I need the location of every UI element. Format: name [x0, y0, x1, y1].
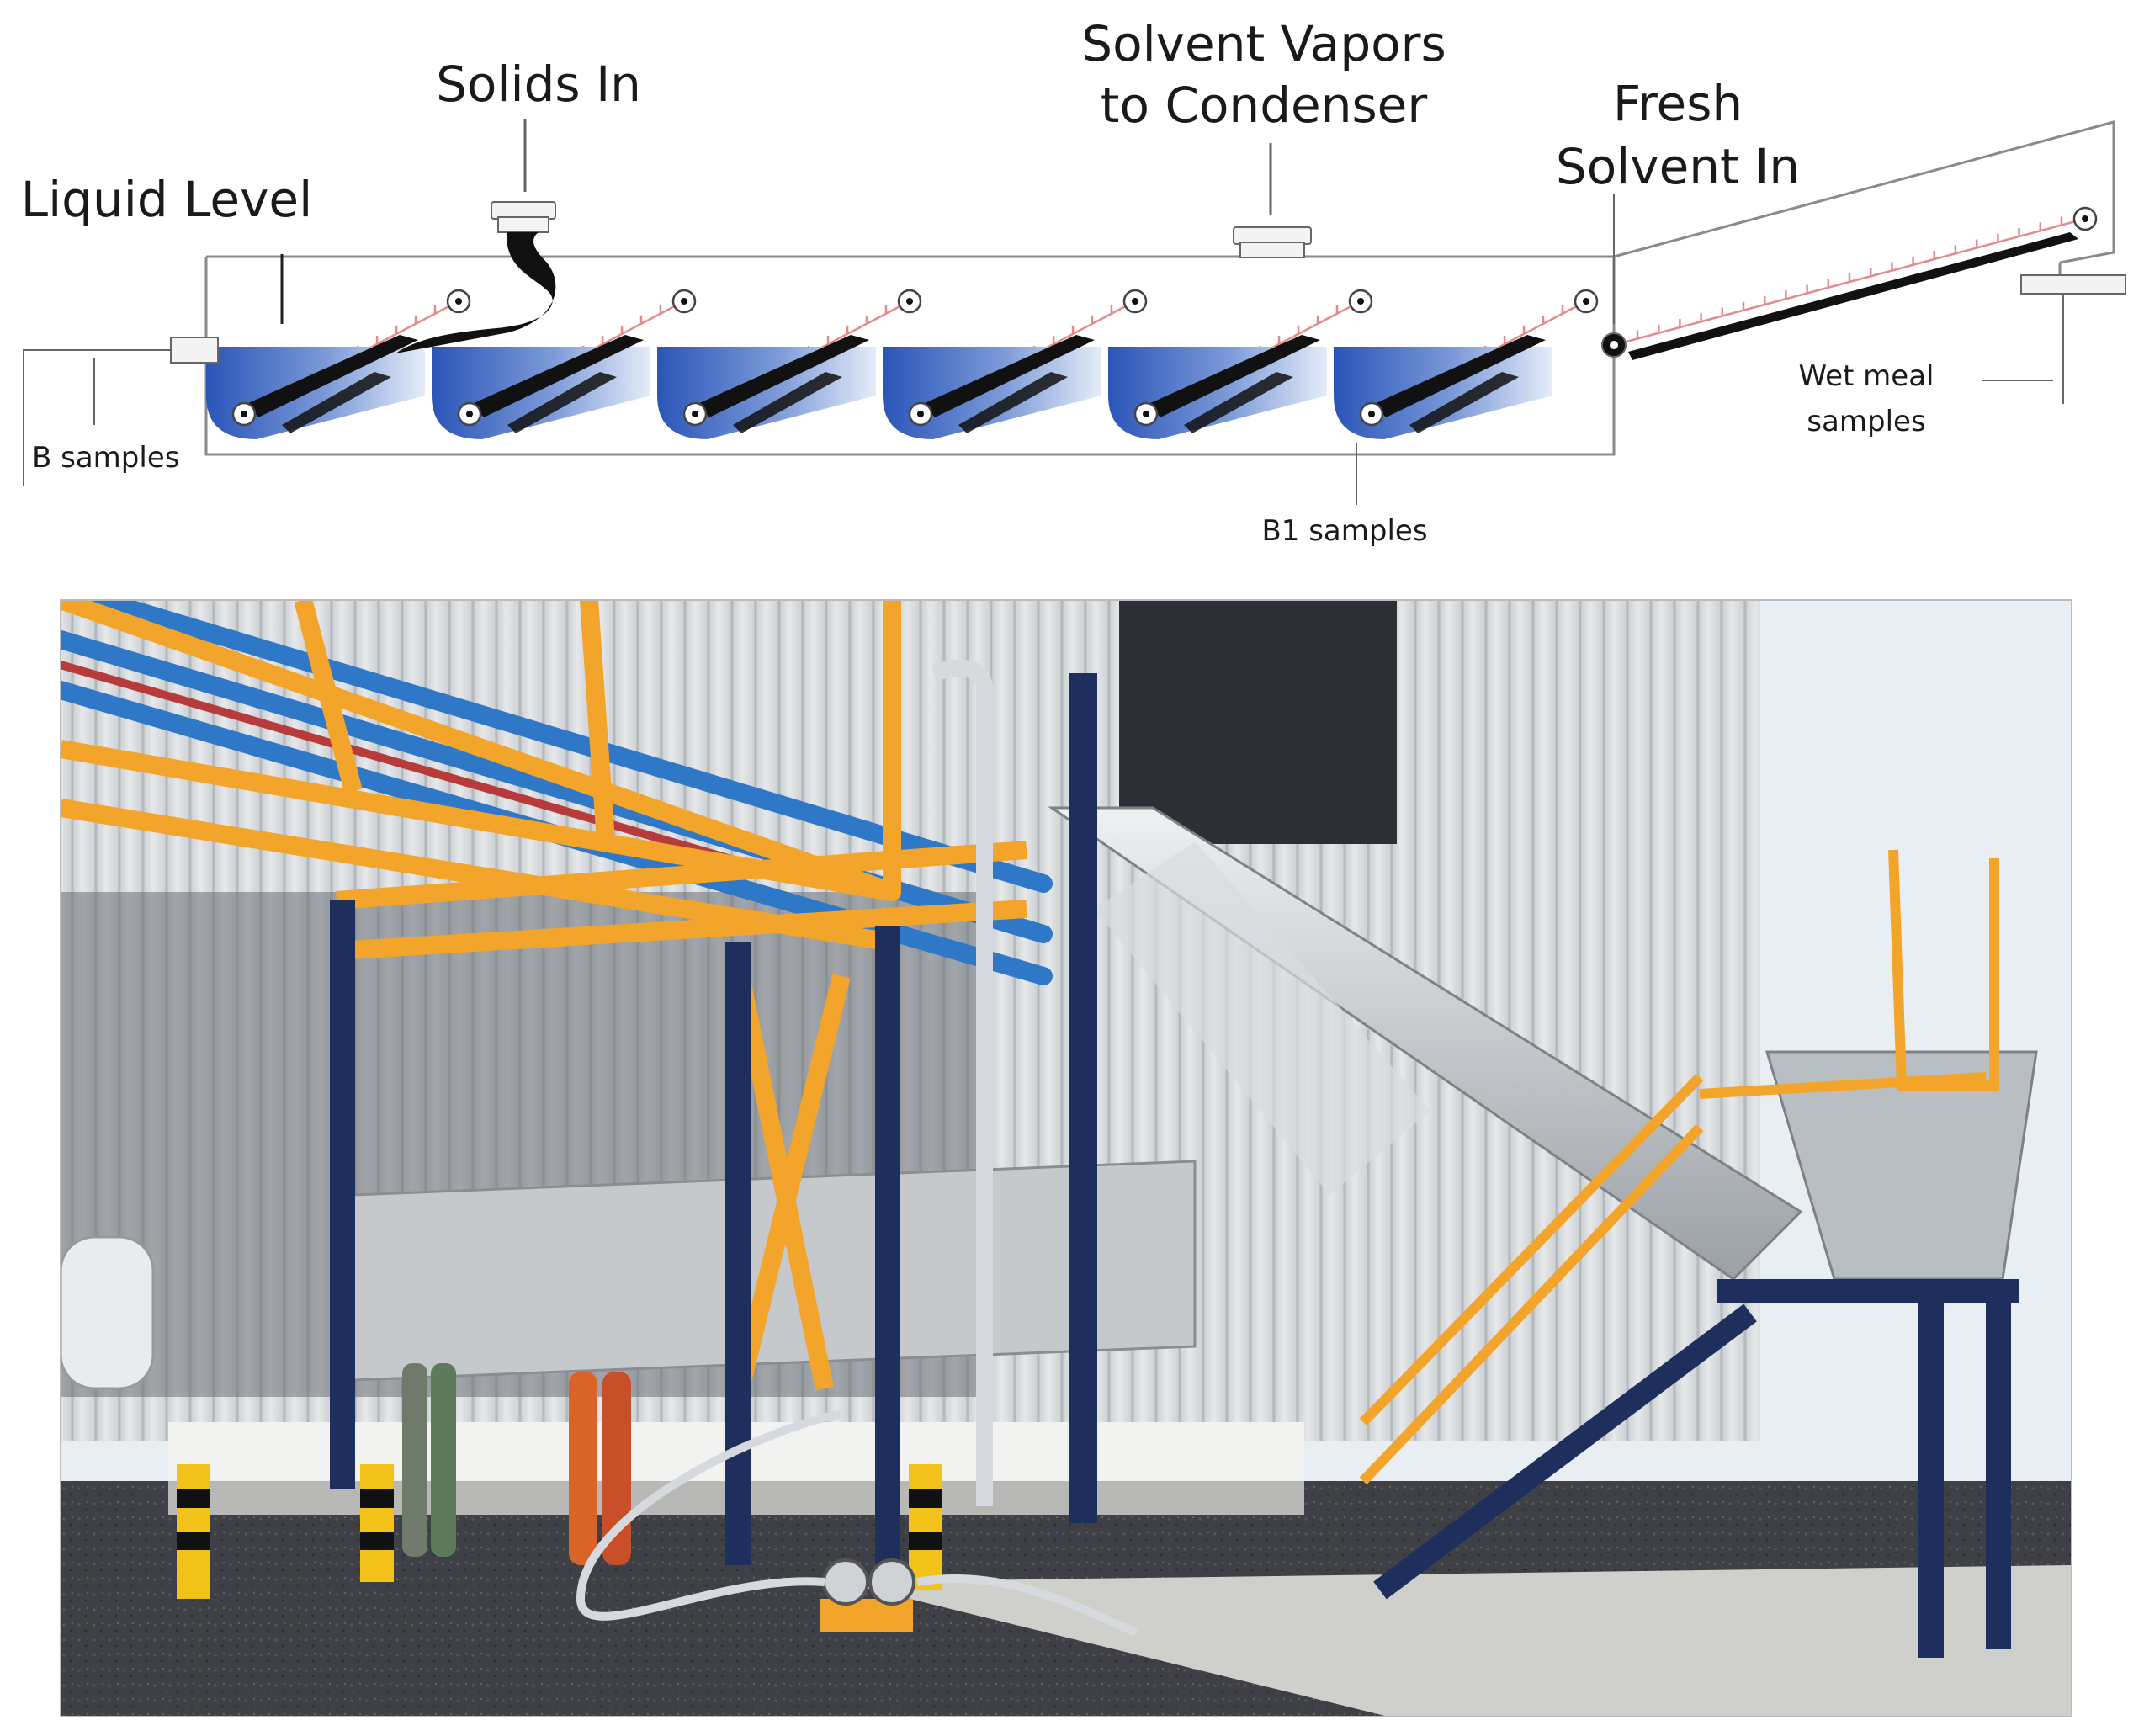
- stage-5-solids-lower: [1184, 372, 1293, 433]
- discharge-sprocket-hub: [2082, 215, 2088, 222]
- stage-6-liquid: [1334, 347, 1552, 439]
- safety-bollards: [177, 1464, 942, 1599]
- stage-3-solids: [698, 335, 869, 417]
- extractor-schematic: Solids In Solvent Vapors to Condenser Fr…: [21, 15, 2126, 548]
- stage-1-lower-sprocket-hub: [241, 411, 247, 417]
- stage-4-liquid: [883, 347, 1101, 439]
- stage-5-liquid: [1108, 347, 1327, 439]
- stage-5-upper-sprocket-hub: [1357, 298, 1364, 305]
- solvent-vapors-label-line1: Solvent Vapors: [1081, 15, 1446, 72]
- stage-2-solids: [472, 335, 644, 417]
- stage-1-liquid: [206, 347, 425, 439]
- stage-1-upper-sprocket-hub: [455, 298, 462, 305]
- stage-6-solids-lower: [1409, 372, 1519, 433]
- stage-4-upper-sprocket-hub: [1132, 298, 1138, 305]
- b-samples-label: B samples: [32, 441, 179, 475]
- solvent-vapors-label-line2: to Condenser: [1101, 77, 1428, 134]
- stage-4-solids-lower: [958, 372, 1068, 433]
- gas-cylinders: [402, 1363, 631, 1565]
- stage-1-solids-lower: [282, 372, 391, 433]
- storage-tank: [61, 1235, 155, 1390]
- orange-steel-frame: [61, 600, 1027, 1391]
- stage-6-solids: [1374, 335, 1546, 417]
- drain-solids: [1628, 232, 2078, 360]
- fresh-solvent-nozzle: [1601, 194, 1627, 358]
- wet-meal-label-line1: Wet meal: [1798, 359, 1934, 393]
- sprockets: [231, 206, 2098, 427]
- stage-1-solids: [247, 335, 418, 417]
- fresh-solvent-label-line2: Solvent In: [1556, 138, 1800, 195]
- stage-3-liquid: [657, 347, 876, 439]
- b1-samples-label: B1 samples: [1261, 514, 1427, 548]
- access-stairs: [1359, 849, 2019, 1600]
- solids-in-label: Solids In: [436, 56, 641, 113]
- conduit-pipe: [931, 660, 993, 1506]
- fresh-solvent-label-line1: Fresh: [1613, 75, 1743, 132]
- stage-2-upper-sprocket-hub: [681, 298, 687, 305]
- b-samples-port: [23, 337, 219, 486]
- stage-5-lower-sprocket-hub: [1143, 411, 1149, 417]
- liquid-level-label: Liquid Level: [21, 171, 312, 228]
- stage-6-lower-sprocket-hub: [1368, 411, 1375, 417]
- wet-meal-port: [1982, 274, 2126, 404]
- stage-4-lower-sprocket-hub: [917, 411, 924, 417]
- stage-6-upper-sprocket-hub: [1583, 298, 1589, 305]
- stage-2-liquid: [432, 347, 650, 439]
- sampling-pump: [576, 1410, 1138, 1637]
- blue-steel-columns: [330, 673, 2011, 1658]
- vapor-outlet: [1233, 143, 1312, 258]
- stage-5-solids: [1149, 335, 1320, 417]
- liquid-pools: [206, 347, 1552, 439]
- stage-3-lower-sprocket-hub: [692, 411, 698, 417]
- stage-4-solids: [923, 335, 1095, 417]
- stage-2-lower-sprocket-hub: [466, 411, 473, 417]
- stage-3-solids-lower: [733, 372, 842, 433]
- solids-bands: [247, 232, 2078, 433]
- solids-inlet: [395, 119, 556, 353]
- stage-2-solids-lower: [507, 372, 617, 433]
- extractor-photo: [60, 599, 2072, 1717]
- wet-meal-label-line2: samples: [1807, 405, 1925, 438]
- stage-3-upper-sprocket-hub: [906, 298, 913, 305]
